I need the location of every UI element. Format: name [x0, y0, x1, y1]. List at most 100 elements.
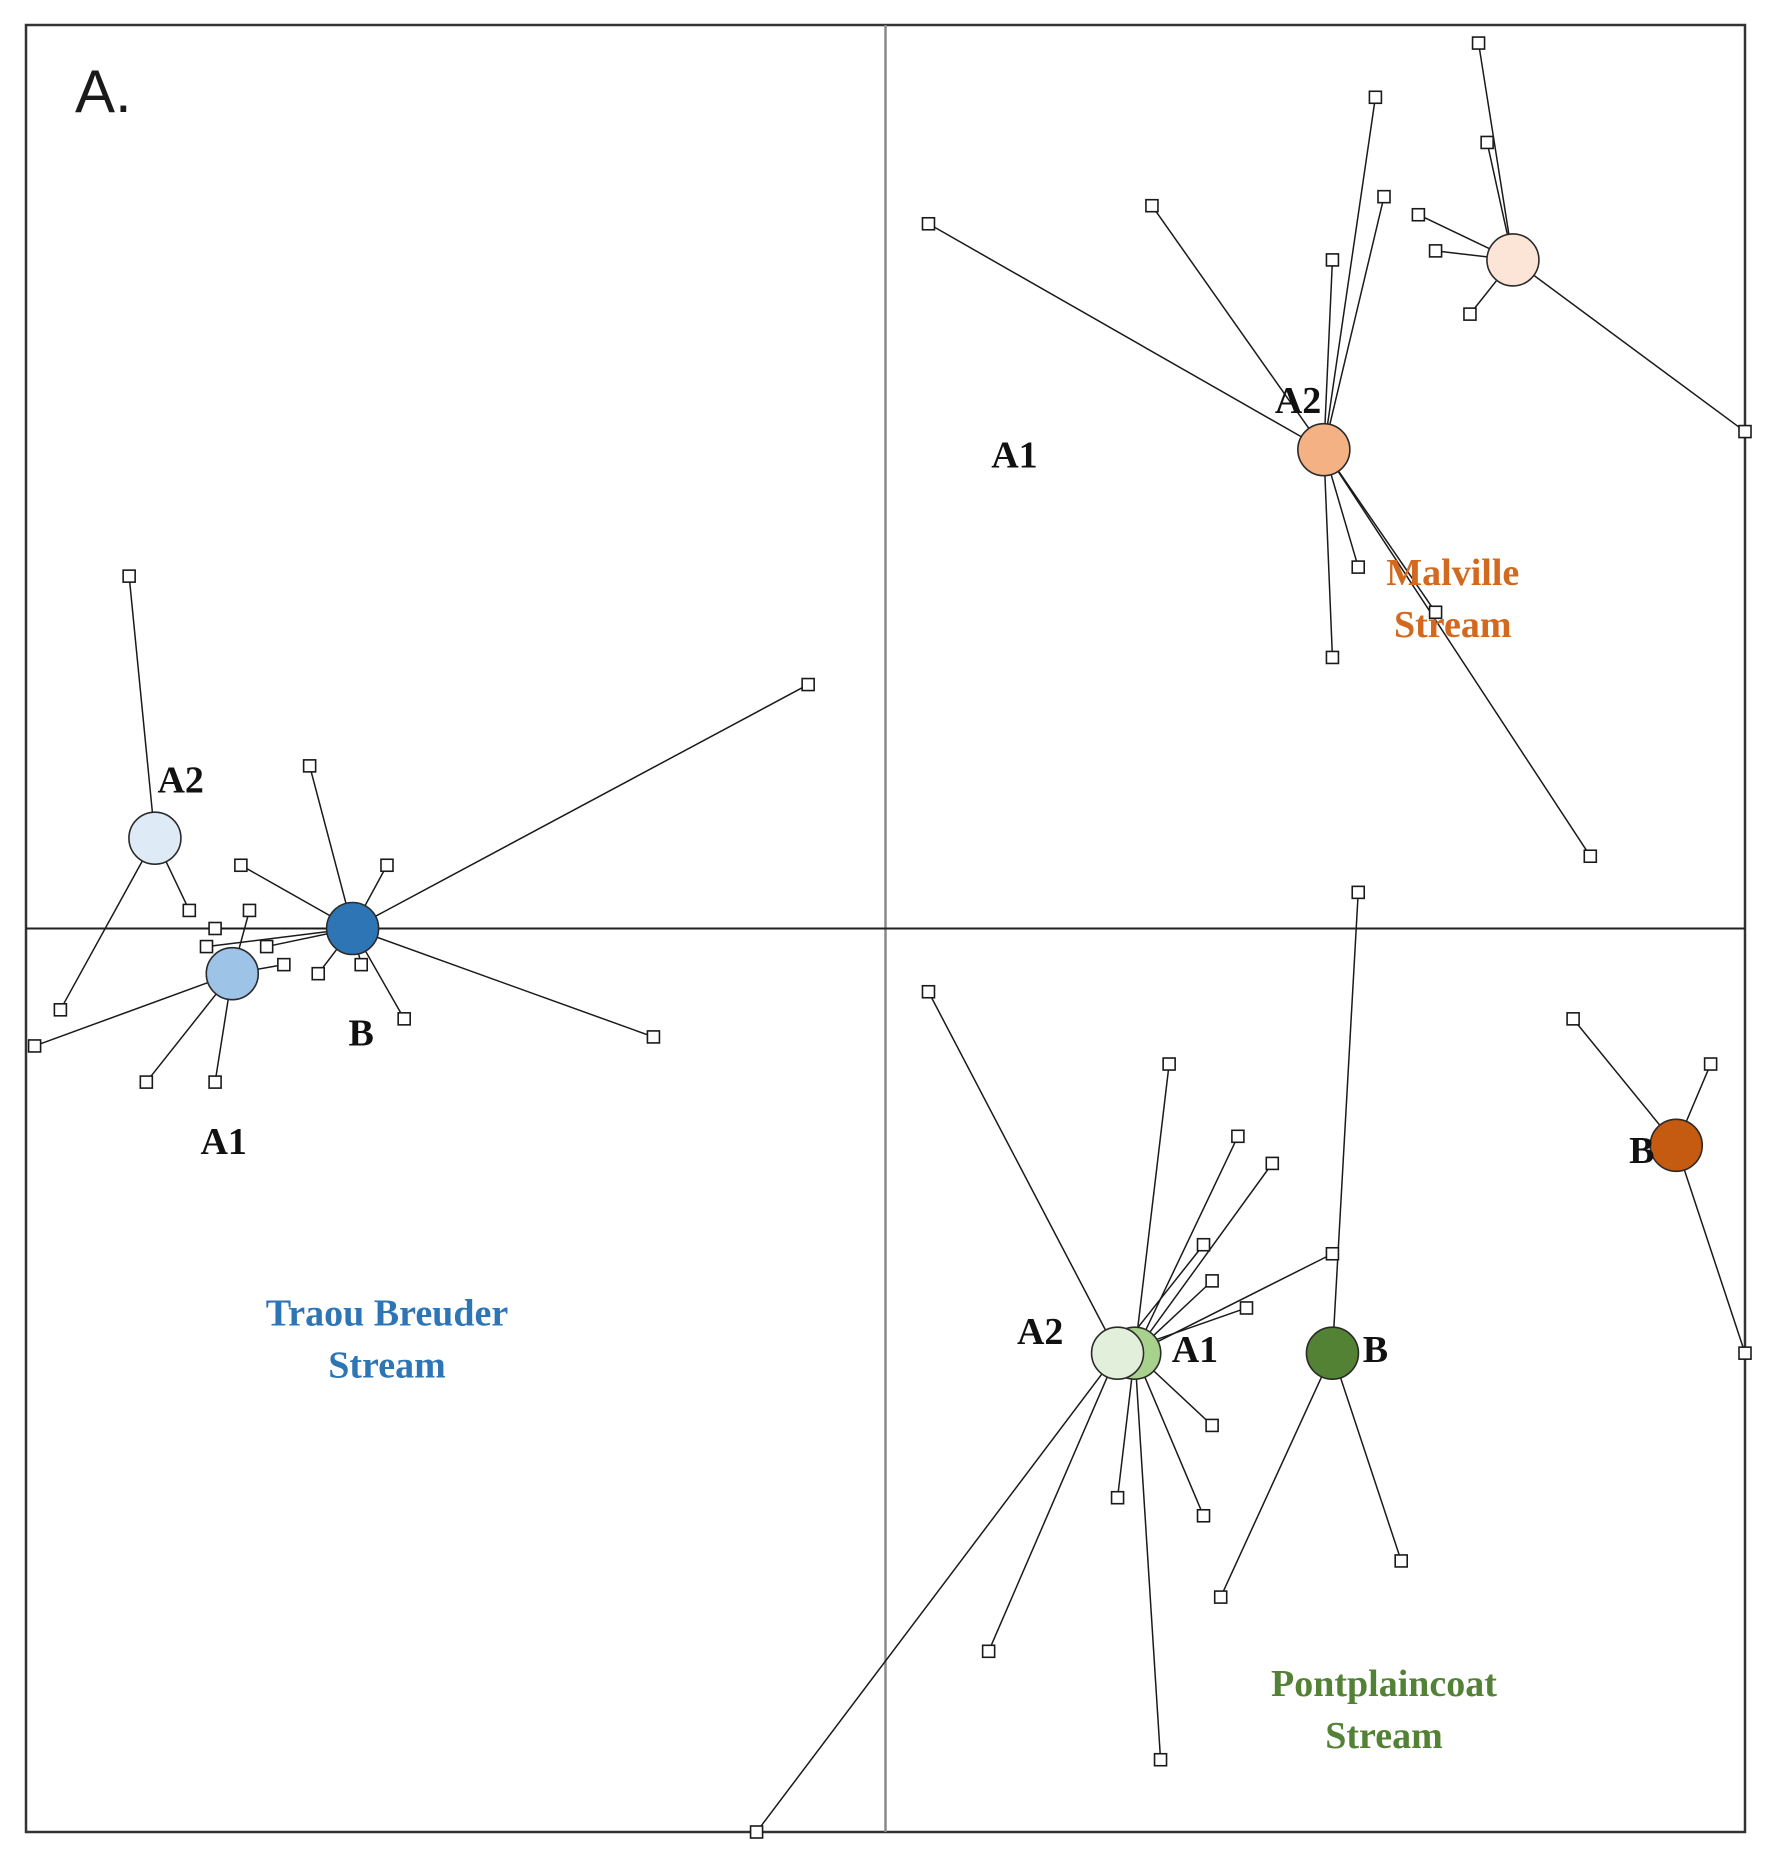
- sample-point: [1205, 1274, 1219, 1288]
- sample-point: [1162, 1057, 1176, 1071]
- spoke-line: [1323, 97, 1377, 450]
- stream-label: Stream: [1394, 604, 1512, 646]
- sample-point: [1325, 650, 1340, 665]
- spoke-line: [1134, 1353, 1162, 1760]
- samples-layer: [27, 36, 1752, 1839]
- sample-point: [1394, 1554, 1408, 1568]
- spoke-line: [1323, 449, 1591, 857]
- sample-point: [397, 1012, 411, 1026]
- stream-label: Stream: [328, 1345, 446, 1387]
- sample-point: [921, 984, 936, 999]
- sample-point: [1703, 1057, 1718, 1071]
- spoke-line: [1151, 205, 1325, 451]
- sample-point: [208, 1075, 222, 1089]
- sample-point: [1463, 307, 1477, 321]
- sample-point: [302, 759, 317, 773]
- stream-label: Pontplaincoat: [1271, 1663, 1497, 1705]
- spoke-line: [308, 765, 354, 929]
- group-centroid: [1305, 1326, 1360, 1380]
- sample-point: [1738, 424, 1752, 439]
- sample-point: [1377, 189, 1391, 204]
- stream-label: Malville: [1386, 552, 1519, 594]
- sample-point: [1566, 1012, 1580, 1026]
- spoke-line: [1572, 1018, 1677, 1146]
- sample-point: [1471, 36, 1486, 50]
- stream-label: Stream: [1325, 1715, 1443, 1757]
- sample-point: [234, 858, 248, 873]
- sample-point: [921, 216, 936, 231]
- sample-point: [1231, 1129, 1245, 1144]
- sample-point: [277, 957, 291, 972]
- sample-point: [139, 1075, 154, 1089]
- spoke-line: [1134, 1352, 1205, 1517]
- spoke-line: [1675, 1145, 1746, 1354]
- spoke-line: [1220, 1352, 1334, 1598]
- sample-point: [1368, 90, 1383, 105]
- group-centroid: [1297, 422, 1351, 477]
- sample-point: [311, 966, 326, 981]
- spoke-line: [1477, 42, 1514, 261]
- sample-point: [182, 903, 197, 918]
- spoke-line: [1331, 1352, 1402, 1562]
- spoke-line: [128, 576, 156, 839]
- sample-point: [242, 903, 257, 918]
- group-centroid: [205, 946, 260, 1001]
- sample-point: [1325, 1246, 1340, 1261]
- spoke-line: [352, 683, 809, 930]
- group-label: A2: [1017, 1311, 1063, 1353]
- stream-label: Traou Breuder: [266, 1293, 509, 1335]
- spoke-line: [928, 223, 1325, 451]
- spoke-line: [59, 837, 156, 1011]
- group-centroid: [128, 811, 182, 865]
- sample-point: [1145, 198, 1159, 213]
- spoke-line: [1512, 259, 1746, 433]
- spoke-line: [1331, 892, 1359, 1354]
- sample-point: [1428, 244, 1443, 258]
- group-label: A1: [1172, 1329, 1218, 1371]
- sample-point: [1239, 1301, 1254, 1315]
- spoke-line: [1323, 449, 1334, 658]
- panel-label: A.: [75, 58, 132, 125]
- spoke-line: [1323, 196, 1385, 450]
- spoke-line: [1134, 1135, 1239, 1354]
- group-centroid: [1649, 1118, 1704, 1173]
- group-label: B: [349, 1013, 374, 1055]
- sample-point: [981, 1644, 996, 1659]
- spoke-line: [1323, 259, 1334, 450]
- group-label: B: [1629, 1130, 1654, 1172]
- group-centroid: [325, 901, 380, 956]
- spoke-line: [352, 927, 654, 1038]
- sample-point: [199, 939, 214, 954]
- sample-point: [749, 1825, 764, 1839]
- spoke-line: [1134, 1253, 1333, 1354]
- spoke-line: [34, 972, 233, 1047]
- sample-point: [259, 939, 274, 954]
- sample-point: [646, 1030, 661, 1044]
- sample-point: [1480, 135, 1494, 150]
- group-label: B: [1363, 1329, 1388, 1371]
- group-centroid: [1486, 233, 1540, 287]
- spoke-line: [927, 991, 1119, 1354]
- sample-point: [1738, 1346, 1752, 1360]
- sample-point: [1153, 1752, 1168, 1767]
- sample-point: [1583, 849, 1598, 864]
- sample-point: [208, 921, 222, 936]
- spoke-line: [1134, 1063, 1170, 1354]
- group-centroid: [1090, 1326, 1145, 1380]
- sample-point: [1110, 1490, 1125, 1505]
- spoke-line: [1134, 1162, 1273, 1354]
- sample-point: [1411, 207, 1426, 222]
- sample-point: [53, 1003, 68, 1017]
- sample-point: [801, 677, 815, 692]
- sample-point: [1428, 605, 1443, 620]
- sample-point: [1196, 1508, 1211, 1523]
- sample-point: [354, 957, 369, 972]
- sample-point: [1196, 1237, 1211, 1252]
- sample-point: [1351, 885, 1366, 900]
- sample-point: [122, 569, 136, 583]
- sample-point: [1351, 560, 1366, 574]
- centroids-layer: [128, 233, 1704, 1380]
- sample-point: [380, 858, 394, 873]
